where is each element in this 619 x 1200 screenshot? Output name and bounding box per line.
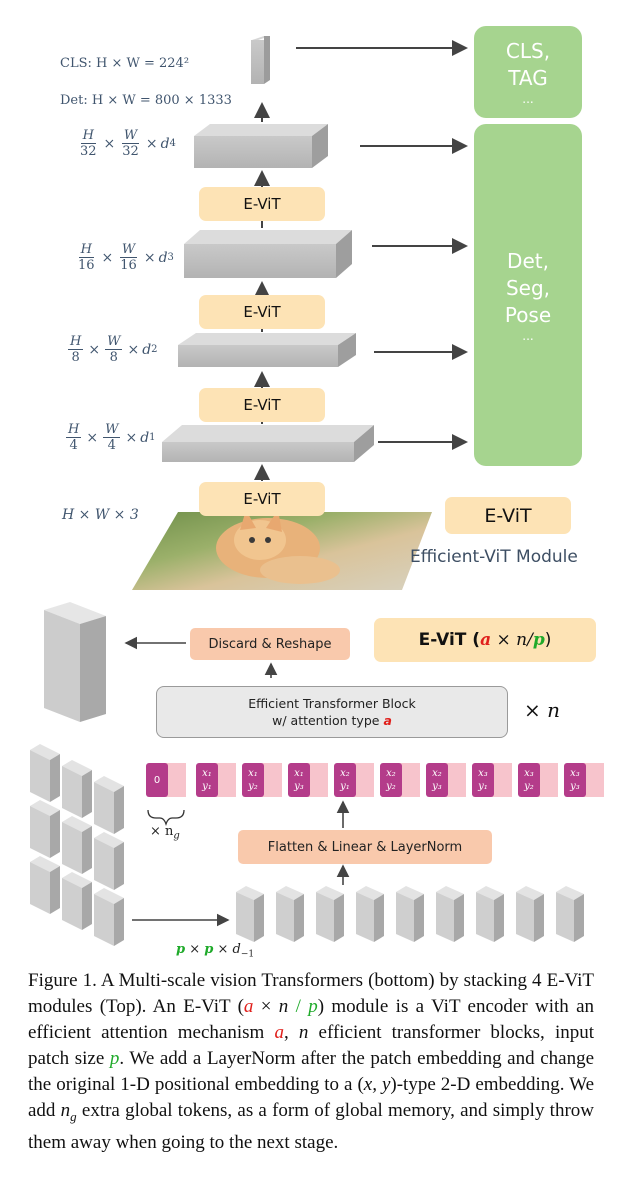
output-det-line-3: Pose: [504, 302, 552, 327]
position-token-pad: [490, 763, 512, 797]
cls-input-size-label: CLS: H × W = 224²: [60, 56, 190, 71]
output-cls-box: CLS, TAG ...: [474, 26, 582, 118]
efficient-transformer-block: Efficient Transformer Block w/ attention…: [156, 686, 508, 738]
token-y: y₁: [340, 781, 350, 792]
flatten-linear-layernorm-box: Flatten & Linear & LayerNorm: [238, 830, 492, 864]
position-token: x₂ y₂: [380, 763, 402, 797]
token-y: y₂: [524, 781, 534, 792]
evit-legend-caption: Efficient-ViT Module: [410, 547, 578, 567]
position-token-pad: [582, 763, 604, 797]
cls-feature-slab: [251, 36, 270, 84]
output-cls-ellipsis: ...: [522, 92, 534, 106]
output-det-ellipsis: ...: [522, 328, 534, 343]
patch-size-label: p × p × d−1: [176, 942, 255, 960]
token-x: x₁: [248, 768, 258, 779]
figure-caption: Figure 1. A Multi-scale vision Transform…: [28, 970, 595, 1153]
output-cls-line-2: TAG: [508, 66, 548, 90]
input-patch-grid: [30, 744, 124, 946]
position-token: x₁ y₂: [242, 763, 264, 797]
token-x: x₂: [386, 768, 396, 779]
evit-formula-prefix: E-ViT (: [418, 630, 481, 650]
output-feature-block: [44, 602, 106, 722]
input-dim-label: H × W × 3: [62, 507, 139, 523]
output-det-line-2: Seg,: [505, 275, 551, 300]
block-line-2: w/ attention type a: [272, 713, 392, 728]
evit-formula-a: a: [480, 630, 492, 650]
times-n-label: × n: [524, 698, 560, 722]
evit-formula-n: × n/: [491, 630, 533, 650]
token-y: y₃: [294, 781, 304, 792]
evit-formula-p: p: [532, 630, 545, 650]
stage-slab-3: [184, 230, 352, 278]
position-token-pad: [536, 763, 558, 797]
position-token-pad: [398, 763, 420, 797]
position-token-pad: [444, 763, 466, 797]
evit-formula-close: ): [544, 630, 552, 650]
evit-formula-box: E-ViT (a × n/p): [374, 618, 596, 662]
token-x: x₁: [202, 768, 212, 779]
token-x: x₂: [432, 768, 442, 779]
global-token: 0: [146, 763, 168, 797]
global-token-count-label: × ng: [150, 824, 180, 842]
stage-slab-1: [162, 425, 374, 462]
token-y: y₃: [570, 781, 580, 792]
output-det-box: Det, Seg, Pose ...: [474, 124, 582, 466]
position-token-pad: [306, 763, 328, 797]
det-input-size-label: Det: H × W = 800 × 1333: [60, 93, 232, 108]
token-x: x₁: [294, 768, 304, 779]
token-x: x₃: [524, 768, 534, 779]
evit-module-1: E-ViT: [199, 482, 325, 516]
position-token: x₃ y₂: [518, 763, 540, 797]
evit-module-4: E-ViT: [199, 187, 325, 221]
evit-module-3: E-ViT: [199, 295, 325, 329]
stage-slab-4: [194, 124, 328, 168]
evit-module-2: E-ViT: [199, 388, 325, 422]
token-x: x₃: [570, 768, 580, 779]
top-diagram-graphics: [132, 36, 468, 590]
position-token-pad: [214, 763, 236, 797]
stage-slab-2: [178, 333, 356, 367]
flattened-patches-row: [236, 886, 584, 942]
block-line-1: Efficient Transformer Block: [248, 696, 416, 711]
token-y: y₂: [248, 781, 258, 792]
token-y: y₂: [386, 781, 396, 792]
position-token: x₃ y₃: [564, 763, 586, 797]
position-token: x₃ y₁: [472, 763, 494, 797]
position-token-pad: [260, 763, 282, 797]
output-det-line-1: Det,: [507, 248, 549, 273]
token-y: y₃: [432, 781, 442, 792]
bottom-diagram-graphics: [30, 602, 584, 946]
position-token: x₁ y₃: [288, 763, 310, 797]
evit-legend-box: E-ViT: [445, 497, 571, 534]
token-y: y₁: [478, 781, 488, 792]
position-token: x₂ y₃: [426, 763, 448, 797]
discard-reshape-box: Discard & Reshape: [190, 628, 350, 660]
output-cls-line-1: CLS,: [505, 39, 551, 63]
token-x: x₃: [478, 768, 488, 779]
input-image: [132, 510, 432, 590]
position-token-pad: [352, 763, 374, 797]
position-token: x₁ y₁: [196, 763, 218, 797]
token-x: x₂: [340, 768, 350, 779]
token-y: y₁: [202, 781, 212, 792]
position-token: x₂ y₁: [334, 763, 356, 797]
global-token-pad: [164, 763, 186, 797]
block-attention-a: a: [383, 713, 392, 728]
